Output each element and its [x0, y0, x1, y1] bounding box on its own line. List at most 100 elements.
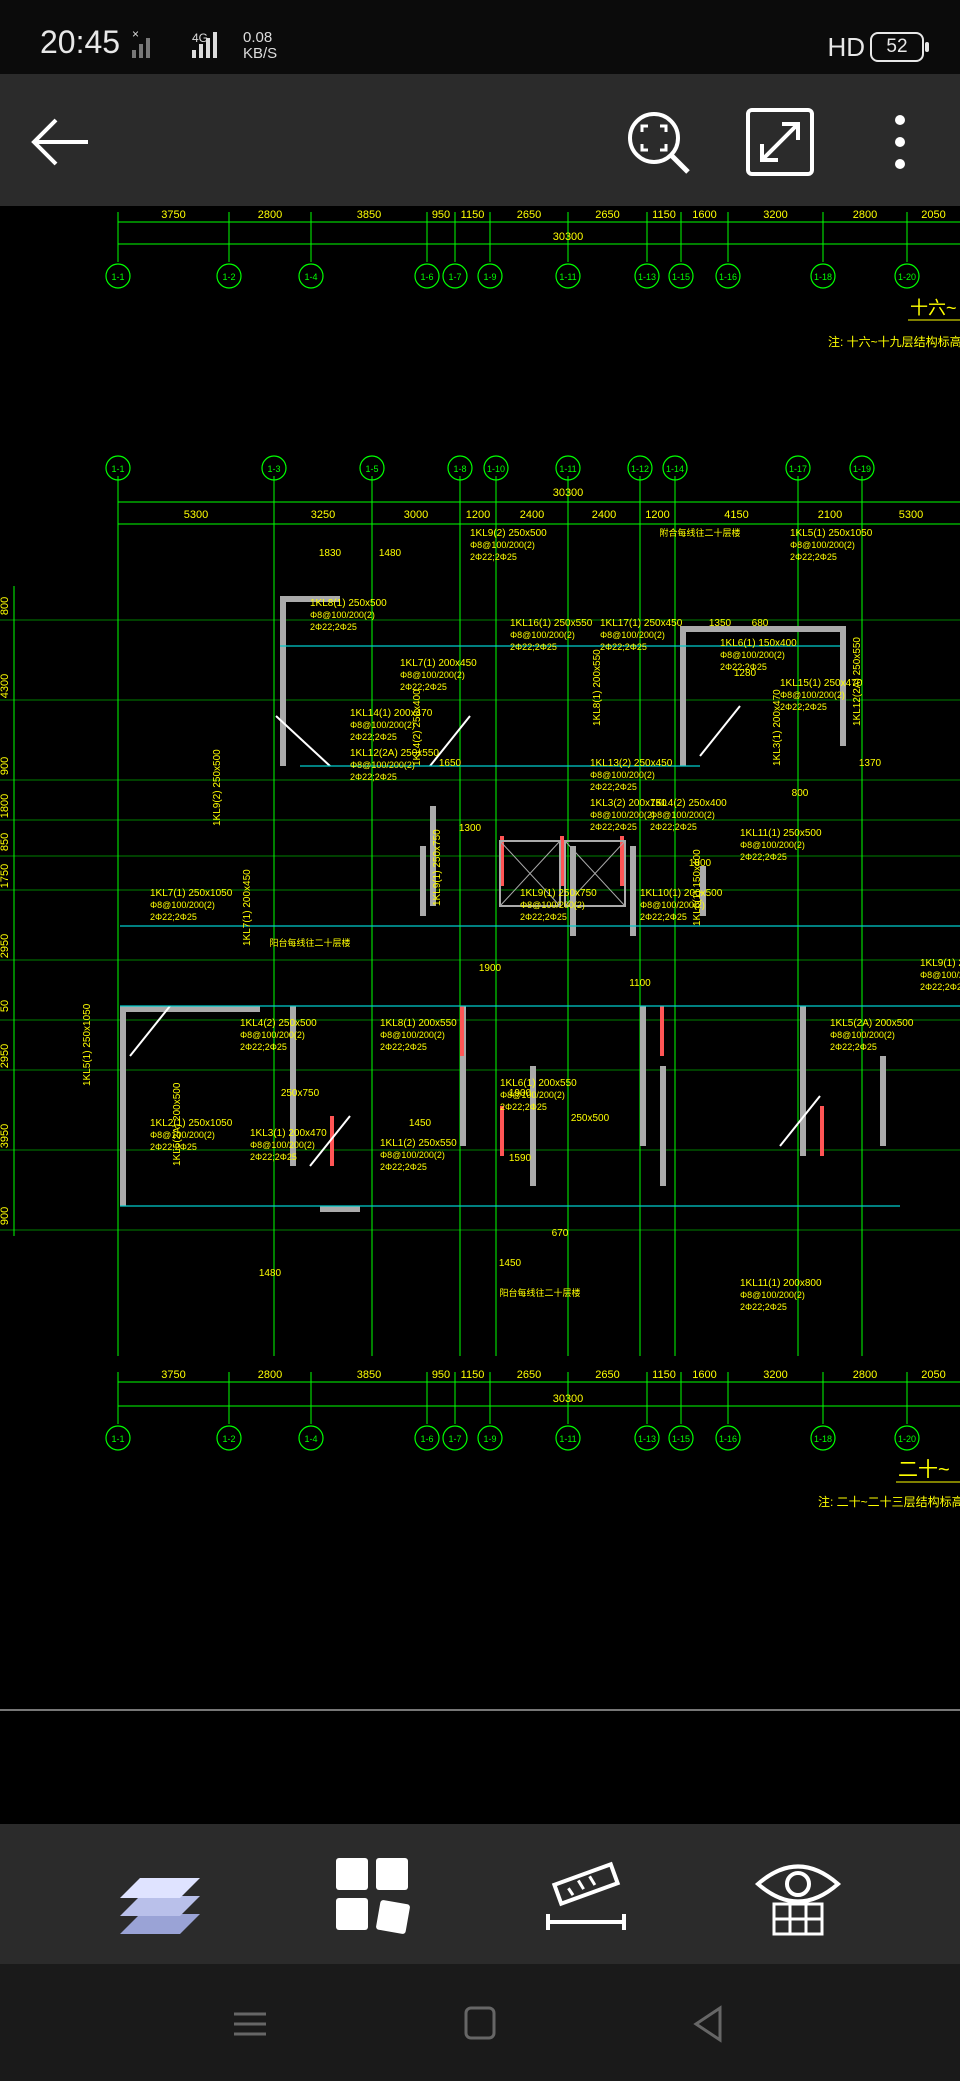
wall: [430, 806, 436, 906]
plan-value: 1280: [734, 668, 757, 679]
beam-label-vertical: 1KL4(2) 250x400: [412, 689, 423, 766]
top-plan-dimension: 950: [432, 209, 450, 221]
top-plan-dimension: 1150: [461, 209, 485, 221]
back-triangle-icon[interactable]: [680, 1994, 740, 2054]
main-axis-bubble: [785, 455, 811, 481]
plan-value: 250x750: [281, 1088, 320, 1099]
bottom-plan-axis-label: 1-4: [304, 1434, 317, 1444]
beam-rebar-label: Φ8@100/200(2): [830, 1030, 895, 1040]
wall: [840, 626, 846, 746]
beam-label: 1KL7(1) 200x450: [400, 658, 477, 669]
beam-label: 1KL14(1) 200x470: [350, 708, 433, 719]
left-dimension: 800: [0, 597, 11, 615]
plan-value: 1480: [259, 1268, 282, 1279]
wall: [880, 1056, 886, 1146]
top-plan-dimension: 2050: [921, 209, 945, 221]
top-plan-axis-label: 1-6: [420, 272, 433, 282]
top-plan-dimension: 2650: [595, 209, 619, 221]
opening-diagonal: [309, 1115, 351, 1167]
beam-rebar-label: Φ8@100/200(2): [720, 650, 785, 660]
main-axis-bubble: [105, 455, 131, 481]
network-type: 4G: [192, 31, 208, 45]
home-square-icon[interactable]: [450, 1994, 510, 2054]
elevator-shaft: [564, 840, 626, 907]
beam-rebar-label: 2Φ22;2Φ25: [510, 642, 557, 652]
beam-rebar-label: 2Φ22;2Φ25: [920, 982, 960, 992]
top-plan-dimension: 2800: [853, 209, 877, 221]
main-axis-label: 1-5: [365, 464, 378, 474]
signal-icon: × 4G: [118, 27, 238, 67]
beam-label: 1KL1(2) 250x550: [380, 1138, 457, 1149]
beam-rebar-label: Φ8@100/200(2): [150, 900, 215, 910]
top-plan-title: 十六~: [910, 298, 957, 318]
ruler-measure-icon[interactable]: [536, 1844, 636, 1944]
main-dimension: 4150: [724, 509, 748, 521]
beam-rebar-label: Φ8@100/200(2): [350, 760, 415, 770]
beam-rebar-label: Φ8@100/200(2): [740, 1290, 805, 1300]
beam-label: 1KL9(1) 250x1050: [920, 958, 960, 969]
more-vertical-icon[interactable]: [864, 106, 936, 178]
beam-rebar-label: 2Φ22;2Φ25: [470, 552, 517, 562]
layout-grid-icon[interactable]: [322, 1844, 422, 1944]
column-accent: [330, 1116, 334, 1166]
top-plan-axis-label: 1-11: [559, 272, 576, 282]
plan-note: 附合每线往二十层楼: [659, 527, 740, 538]
top-plan-dimension: 2650: [517, 209, 541, 221]
bottom-plan-axis-label: 1-15: [672, 1434, 690, 1444]
bottom-toolbar: [0, 1824, 960, 1964]
column-accent: [560, 836, 564, 886]
plan-value: 1350: [709, 618, 732, 629]
beam-rebar-label: Φ8@100/200(2): [510, 630, 575, 640]
bottom-plan-axis-bubble: [634, 1425, 660, 1451]
eye-grid-icon[interactable]: [748, 1844, 848, 1944]
plan-value: 1650: [439, 758, 462, 769]
plan-value: 1450: [409, 1118, 432, 1129]
wall: [680, 626, 686, 766]
beam-label-vertical: 1KL8(1) 200x550: [592, 649, 603, 726]
opening-diagonal: [275, 715, 331, 767]
beam-label: 1KL4(2) 250x500: [240, 1018, 317, 1029]
fullscreen-icon[interactable]: [744, 106, 816, 178]
beam-rebar-label: Φ8@100/200(2): [600, 630, 665, 640]
beam-rebar-label: Φ8@100/200(2): [150, 1130, 215, 1140]
bottom-plan-axis-bubble: [715, 1425, 741, 1451]
bottom-plan-axis-bubble: [414, 1425, 440, 1451]
top-plan-axis-bubble: [555, 263, 581, 289]
arrow-left-icon[interactable]: [24, 106, 96, 178]
main-axis-bubble: [662, 455, 688, 481]
beam-rebar-label: Φ8@100/200(2): [520, 900, 585, 910]
bottom-plan-axis-label: 1-6: [420, 1434, 433, 1444]
zoom-extents-icon[interactable]: [622, 106, 694, 178]
beam-rebar-label: Φ8@100/200(2): [920, 970, 960, 980]
main-axis-label: 1-3: [267, 464, 280, 474]
plan-value: 1590: [509, 1153, 532, 1164]
bottom-plan-title: 二十~: [898, 1458, 950, 1481]
opening-diagonal: [429, 715, 471, 767]
opening-diagonal: [699, 705, 741, 757]
opening-diagonal: [779, 1095, 821, 1147]
left-dimension: 1750: [0, 864, 11, 888]
main-axis-bubble: [627, 455, 653, 481]
beam-label: 1KL16(1) 250x550: [510, 618, 593, 629]
beam-label: 1KL10(1) 200x500: [640, 888, 723, 899]
left-dimension: 4300: [0, 674, 11, 698]
top-plan-axis-bubble: [715, 263, 741, 289]
beam-label: 1KL3(2) 200x750: [590, 798, 667, 809]
beam-rebar-label: Φ8@100/200(2): [250, 1140, 315, 1150]
net-speed-unit: KB/S: [243, 45, 278, 62]
main-dimension: 2400: [592, 509, 616, 521]
plan-value: 1300: [459, 823, 482, 834]
bottom-plan-axis-label: 1-20: [898, 1434, 916, 1444]
layers-icon[interactable]: [110, 1844, 210, 1944]
top-plan-axis-bubble: [414, 263, 440, 289]
bottom-plan-axis-bubble: [216, 1425, 242, 1451]
wall: [570, 846, 576, 936]
status-time: 20:45: [40, 24, 121, 60]
menu-icon[interactable]: [220, 1994, 280, 2054]
wall: [700, 866, 706, 916]
main-axis-bubble: [849, 455, 875, 481]
beam-rebar-label: 2Φ22;2Φ25: [780, 702, 827, 712]
beam-label: 1KL12(2A) 250x550: [350, 748, 439, 759]
main-axis-bubble: [359, 455, 385, 481]
